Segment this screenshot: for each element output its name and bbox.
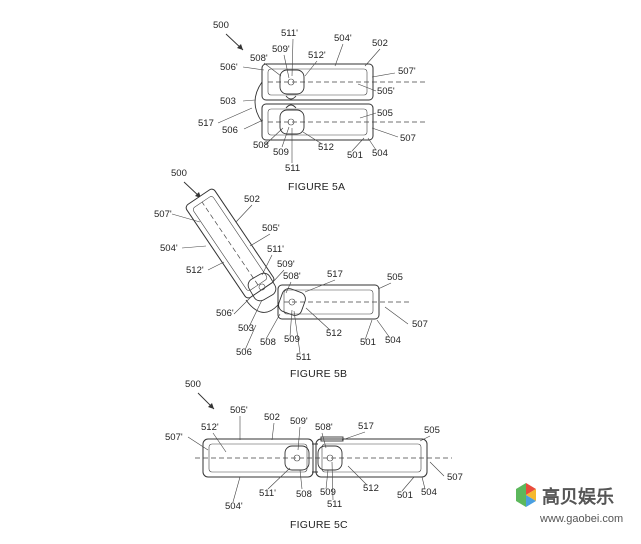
- left-pin: [293, 454, 301, 462]
- watermark: 高贝娱乐 www.gaobei.com: [516, 483, 623, 525]
- label: 511': [259, 488, 276, 499]
- label: 508: [260, 337, 276, 348]
- watermark-text: 高贝娱乐: [542, 486, 614, 508]
- label: 506': [216, 308, 234, 319]
- label: 506': [220, 62, 238, 73]
- labels-5a: 511' 509' 512' 504' 502 508' 506' 507' 5…: [198, 28, 416, 174]
- label: 502: [264, 412, 280, 423]
- label: 504: [372, 148, 388, 159]
- label: 508: [296, 489, 312, 500]
- watermark-logo-icon: [516, 483, 536, 507]
- ref-500: 500: [185, 379, 201, 390]
- label: 511: [327, 499, 342, 510]
- figure-5c: 500 505' 502 512' 509' 508' 517 505 507'…: [165, 379, 463, 531]
- label: 512': [201, 422, 219, 433]
- label: 507': [154, 209, 172, 220]
- label: 509': [272, 44, 290, 55]
- label: 501: [397, 490, 413, 501]
- ref-arrowhead: [208, 403, 214, 409]
- label: 517: [198, 118, 214, 129]
- hinge-link: [312, 443, 318, 473]
- hinge-knuckle-flat: [278, 288, 306, 316]
- label: 504': [160, 243, 178, 254]
- ref-500: 500: [213, 20, 229, 31]
- figure-5b: 500 502 507' 505' 504' 511' 512': [154, 168, 428, 380]
- labels-5c: 505' 502 512' 509' 508' 517 505 507' 507…: [165, 405, 463, 512]
- label: 501: [360, 337, 376, 348]
- right-hinge-knuckle: [317, 445, 343, 471]
- label: 509: [284, 334, 300, 345]
- label: 511': [267, 244, 284, 255]
- ref-arrowhead: [237, 44, 243, 50]
- label: 509': [277, 259, 295, 270]
- label: 508': [315, 422, 333, 433]
- label: 509: [320, 487, 336, 498]
- label: 505: [387, 272, 403, 283]
- upper-pin: [287, 78, 295, 86]
- label: 503: [238, 323, 254, 334]
- label: 508: [253, 140, 269, 151]
- leader-lines-5c: [187, 416, 445, 503]
- label: 507': [165, 432, 183, 443]
- left-hinge-knuckle: [284, 445, 310, 471]
- label: 511: [285, 163, 300, 174]
- label: 511: [296, 352, 311, 363]
- label: 512': [186, 265, 204, 276]
- label: 506: [236, 347, 252, 358]
- label: 517: [358, 421, 374, 432]
- label: 508': [283, 271, 301, 282]
- lower-pin: [287, 118, 295, 126]
- label: 512: [318, 142, 334, 153]
- leader-lines-5a: [217, 38, 399, 163]
- hinge-link: [285, 95, 297, 109]
- label: 505: [424, 425, 440, 436]
- right-pin: [326, 454, 334, 462]
- label: 501: [347, 150, 363, 161]
- hinge-cover: [320, 436, 344, 442]
- label: 505': [262, 223, 280, 234]
- figure-5a: 500 511' 509' 512' 504' 502 508' 506' 50…: [198, 20, 425, 193]
- label: 507: [400, 133, 416, 144]
- label: 505': [377, 86, 395, 97]
- label: 511': [281, 28, 298, 39]
- caption-5c: FIGURE 5C: [290, 519, 348, 531]
- label: 507': [398, 66, 416, 77]
- label: 502: [372, 38, 388, 49]
- hinge-knuckle-tilted: [247, 272, 277, 302]
- caption-5b: FIGURE 5B: [290, 368, 347, 380]
- label: 504': [225, 501, 243, 512]
- hinge-cover: [254, 81, 263, 123]
- label: 512: [363, 483, 379, 494]
- labels-5b: 502 507' 505' 504' 511' 512' 509' 508' 5…: [154, 194, 428, 363]
- label: 507: [412, 319, 428, 330]
- label: 504: [385, 335, 401, 346]
- tilted-panel: [185, 188, 275, 299]
- label: 509: [273, 147, 289, 158]
- label: 512: [326, 328, 342, 339]
- label: 508': [250, 53, 268, 64]
- ref-500: 500: [171, 168, 187, 179]
- label: 502: [244, 194, 260, 205]
- label: 504: [421, 487, 437, 498]
- label: 517: [327, 269, 343, 280]
- label: 509': [290, 416, 308, 427]
- label: 505: [377, 108, 393, 119]
- watermark-url: www.gaobei.com: [539, 513, 623, 525]
- leader-lines-5b: [171, 204, 409, 354]
- label: 503: [220, 96, 236, 107]
- label: 512': [308, 50, 326, 61]
- label: 505': [230, 405, 248, 416]
- label: 506: [222, 125, 238, 136]
- hinge-cover: [245, 299, 279, 313]
- caption-5a: FIGURE 5A: [288, 181, 345, 193]
- label: 507: [447, 472, 463, 483]
- label: 504': [334, 33, 352, 44]
